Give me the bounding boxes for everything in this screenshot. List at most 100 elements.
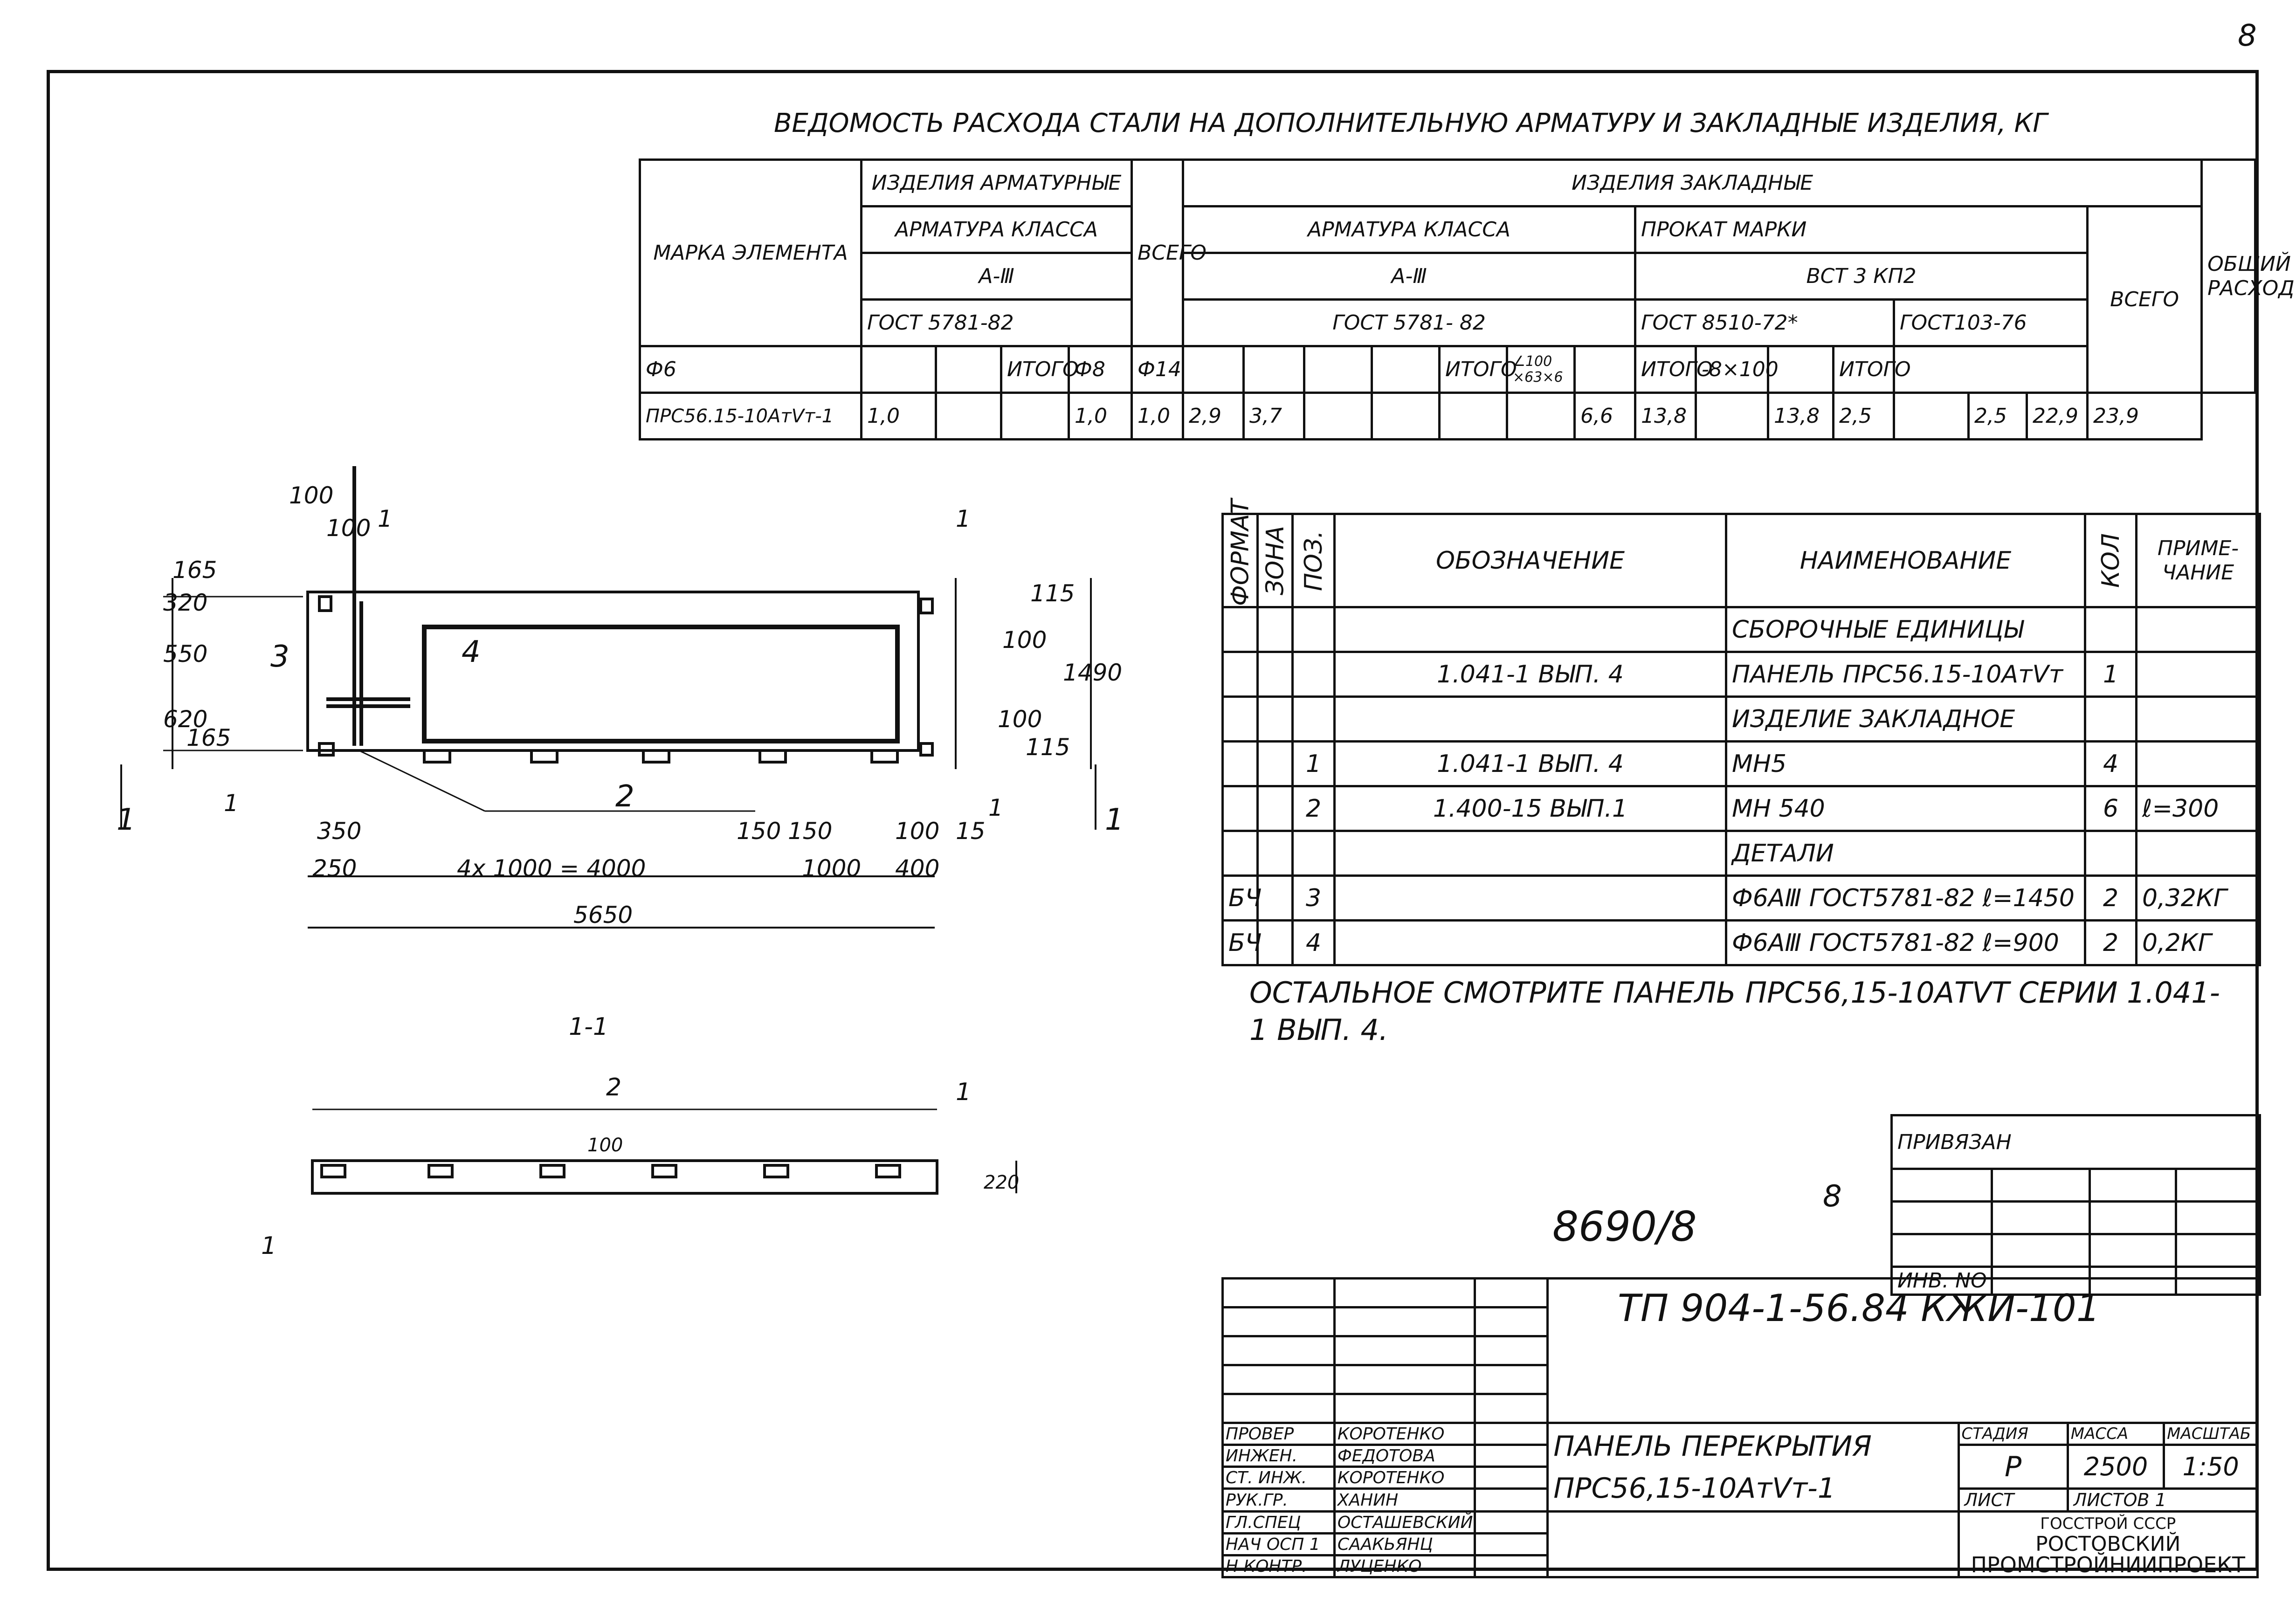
mass-label: МАССА <box>2066 1422 2165 1446</box>
inventory-number: 8690/8 <box>1552 1203 1697 1251</box>
table-row: ДЕТАЛИ <box>1221 830 2261 877</box>
spec-zone <box>1256 740 1294 787</box>
h-zone: ЗОНА <box>1257 514 1293 607</box>
spec-zone <box>1256 874 1294 922</box>
spec-pos: 3 <box>1291 874 1336 922</box>
signature-cell <box>1474 1422 1549 1446</box>
row-v-d6: 1,0 <box>860 392 937 440</box>
row-v-itogo1: 1,0 <box>1067 392 1133 440</box>
spec-format: БЧ <box>1221 874 1262 922</box>
staff-name: ОСТАШЕВСКИЙ <box>1333 1510 1476 1535</box>
spec-qty <box>2084 695 2137 743</box>
spec-note <box>2135 740 2261 787</box>
spec-qty: 4 <box>2084 740 2137 787</box>
spec-pos <box>1291 830 1336 877</box>
spec-format <box>1221 651 1259 698</box>
dim-100-d: 100 <box>998 706 1042 733</box>
sheet-title: ПАНЕЛЬ ПЕРЕКРЫТИЯ ПРС56,15-10АтVт-1 <box>1546 1422 1960 1513</box>
staff-role: РУК.ГР. <box>1221 1487 1336 1513</box>
col-itogo-1: ИТОГО <box>1000 345 1079 394</box>
row-v-itogo3: 13,8 <box>1767 392 1835 440</box>
col-d8: Ф8 <box>1067 345 1133 394</box>
spec-designation <box>1333 606 1727 653</box>
signature-cell <box>1474 1487 1549 1513</box>
stage-label: СТАДИЯ <box>1957 1422 2069 1446</box>
dim-total: 5650 <box>573 901 633 929</box>
staff-role: ГЛ.СПЕЦ <box>1221 1510 1336 1535</box>
header-overall: ОБЩИЙ РАСХОД <box>2200 158 2295 394</box>
spec-designation <box>1333 919 1727 966</box>
general-note: ОСТАЛЬНОЕ СМОТРИТЕ ПАНЕЛЬ ПРС56,15-10АтV… <box>1249 976 2220 1047</box>
spec-designation <box>1333 695 1727 743</box>
section-dim-100: 100 <box>587 1135 623 1156</box>
spec-qty: 2 <box>2084 919 2137 966</box>
header-total-2: ВСЕГО <box>2086 205 2203 394</box>
staff-role: НАЧ ОСП 1 <box>1221 1532 1336 1556</box>
dim-165-b: 165 <box>186 724 231 751</box>
panel-outline <box>306 591 920 752</box>
sheet-label: ЛИСТ <box>1957 1487 2069 1513</box>
panel-opening <box>422 625 900 743</box>
spec-designation: 1.400-15 ВЫП.1 <box>1333 785 1727 832</box>
h-pos: ПОЗ. <box>1292 514 1335 607</box>
spec-format <box>1221 695 1259 743</box>
spec-designation <box>1333 830 1727 877</box>
spec-name: МН 540 <box>1725 785 2086 832</box>
header-arm-items: ИЗДЕЛИЯ АРМАТУРНЫЕ <box>860 158 1133 207</box>
spec-format <box>1221 830 1259 877</box>
h-name: НАИМЕНОВАНИЕ <box>1725 513 2086 608</box>
spec-name: Ф6АⅢ ГОСТ5781-82 ℓ=1450 <box>1725 874 2086 922</box>
spec-qty: 1 <box>2084 651 2137 698</box>
signature-cell <box>1474 1444 1549 1468</box>
pos-1-label-a: 1 <box>378 505 393 532</box>
signature-cell <box>1474 1510 1549 1535</box>
signature-cell <box>1474 1532 1549 1556</box>
row-v-total1: 1,0 <box>1131 392 1185 440</box>
steel-grade: ВСТ 3 КП2 <box>1634 252 2089 301</box>
row-v-itogo4: 2,5 <box>1967 392 2028 440</box>
staff-role: Н КОНТР. <box>1221 1554 1336 1578</box>
organization-3: ПРОМСТРОЙНИИПРОЕКТ <box>1971 1552 2246 1577</box>
staff-role: ИНЖЕН. <box>1221 1444 1336 1468</box>
row-v-overall: 23,9 <box>2086 392 2203 440</box>
class-a3-2: А-Ⅲ <box>1182 252 1637 301</box>
class-a3-1: А-Ⅲ <box>860 252 1133 301</box>
spec-note: ℓ=300 <box>2135 785 2261 832</box>
spec-note: 0,2КГ <box>2135 919 2261 966</box>
dim-115-b: 115 <box>1026 734 1070 761</box>
dim-620: 620 <box>163 706 207 733</box>
header-element-mark: МАРКА ЭЛЕМЕНТА <box>639 158 862 347</box>
spec-name: ИЗДЕЛИЕ ЗАКЛАДНОЕ <box>1725 695 2086 743</box>
spec-pos: 2 <box>1291 785 1336 832</box>
embed-plate <box>919 598 934 614</box>
spec-qty: 6 <box>2084 785 2137 832</box>
pos-1-label-b: 1 <box>956 505 971 532</box>
h-designation: ОБОЗНАЧЕНИЕ <box>1333 513 1727 608</box>
spec-format <box>1221 785 1259 832</box>
dim-100-a: 100 <box>289 482 333 509</box>
dim-100-c: 100 <box>1002 626 1047 654</box>
row-v-angle: 13,8 <box>1634 392 1697 440</box>
spec-pos <box>1291 606 1336 653</box>
spec-format: БЧ <box>1221 919 1262 966</box>
spec-designation <box>1333 874 1727 922</box>
section-pos-1-a: 1 <box>956 1078 971 1106</box>
spec-qty <box>2084 606 2137 653</box>
spec-zone <box>1256 606 1294 653</box>
sheets-label: ЛИСТОВ 1 <box>2066 1487 2259 1513</box>
embed-plate <box>318 595 332 612</box>
spec-table: ФОРМАТ ЗОНА ПОЗ. ОБОЗНАЧЕНИЕ НАИМЕНОВАНИ… <box>1221 499 2261 966</box>
dim-15: 15 <box>956 818 986 845</box>
col-itogo-4: ИТОГО <box>1832 345 1911 394</box>
staff-name: КОРОТЕНКО <box>1333 1422 1476 1446</box>
header-emb-items: ИЗДЕЛИЯ ЗАКЛАДНЫЕ <box>1182 158 2203 207</box>
spec-pos: 4 <box>1291 919 1336 966</box>
spec-name: МН5 <box>1725 740 2086 787</box>
scale-label: МАСШТАБ <box>2163 1422 2259 1446</box>
dim-250: 250 <box>312 855 357 882</box>
